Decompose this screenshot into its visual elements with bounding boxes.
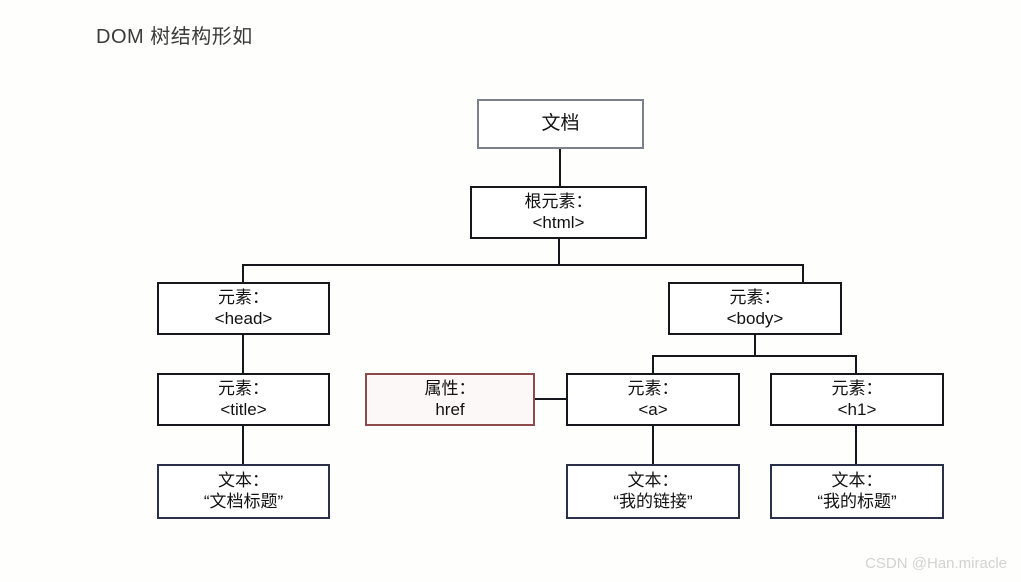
node-document: 文档 — [477, 99, 644, 149]
edge-body-stem — [754, 335, 756, 356]
edge-title-to-text — [242, 426, 244, 464]
node-head-line1: 元素： — [218, 288, 269, 308]
node-body: 元素： <body> — [668, 282, 842, 335]
edge-html-stem — [558, 239, 560, 265]
node-html: 根元素： <html> — [470, 186, 647, 239]
node-head: 元素： <head> — [157, 282, 330, 335]
edge-body-to-h1 — [855, 355, 857, 373]
node-html-line2: <html> — [532, 212, 585, 232]
edge-h1-to-text — [855, 426, 857, 464]
edge-a-to-text — [652, 426, 654, 464]
node-text-heading-line2: “我的标题” — [817, 491, 897, 511]
edge-html-to-head — [242, 264, 244, 282]
node-title-line2: <title> — [220, 399, 267, 419]
edge-body-bar — [652, 355, 856, 357]
page-title: DOM 树结构形如 — [96, 26, 253, 48]
edge-html-bar — [242, 264, 804, 266]
node-attribute-href: 属性： href — [365, 373, 535, 426]
node-document-line1: 文档 — [541, 112, 580, 134]
node-text-link-line2: “我的链接” — [613, 491, 693, 511]
node-text-title-line2: “文档标题” — [203, 491, 284, 511]
node-html-line1: 根元素： — [524, 192, 593, 212]
node-anchor-line1: 元素： — [627, 379, 679, 399]
node-href-line1: 属性： — [424, 379, 476, 399]
edge-body-to-a — [652, 355, 654, 373]
node-body-line1: 元素： — [729, 288, 781, 308]
node-h1-line2: <h1> — [837, 399, 877, 419]
edge-document-to-html — [559, 149, 561, 186]
node-href-line2: href — [435, 399, 465, 419]
node-text-heading-line1: 文本： — [831, 471, 883, 491]
watermark: CSDN @Han.miracle — [865, 555, 1007, 572]
node-text-title: 文本： “文档标题” — [157, 464, 330, 519]
node-text-heading: 文本： “我的标题” — [770, 464, 944, 519]
node-text-link: 文本： “我的链接” — [566, 464, 740, 519]
node-title-line1: 元素： — [218, 379, 269, 399]
node-title: 元素： <title> — [157, 373, 330, 426]
node-anchor-line2: <a> — [638, 399, 668, 419]
edge-head-to-title — [242, 335, 244, 373]
node-body-line2: <body> — [726, 308, 784, 328]
node-text-title-line1: 文本： — [218, 471, 269, 491]
node-head-line2: <head> — [214, 308, 273, 328]
node-h1-line1: 元素： — [831, 379, 883, 399]
node-text-link-line1: 文本： — [627, 471, 679, 491]
edge-href-to-a — [534, 398, 567, 400]
edge-html-to-body — [802, 264, 804, 282]
node-anchor: 元素： <a> — [566, 373, 740, 426]
node-h1: 元素： <h1> — [770, 373, 944, 426]
